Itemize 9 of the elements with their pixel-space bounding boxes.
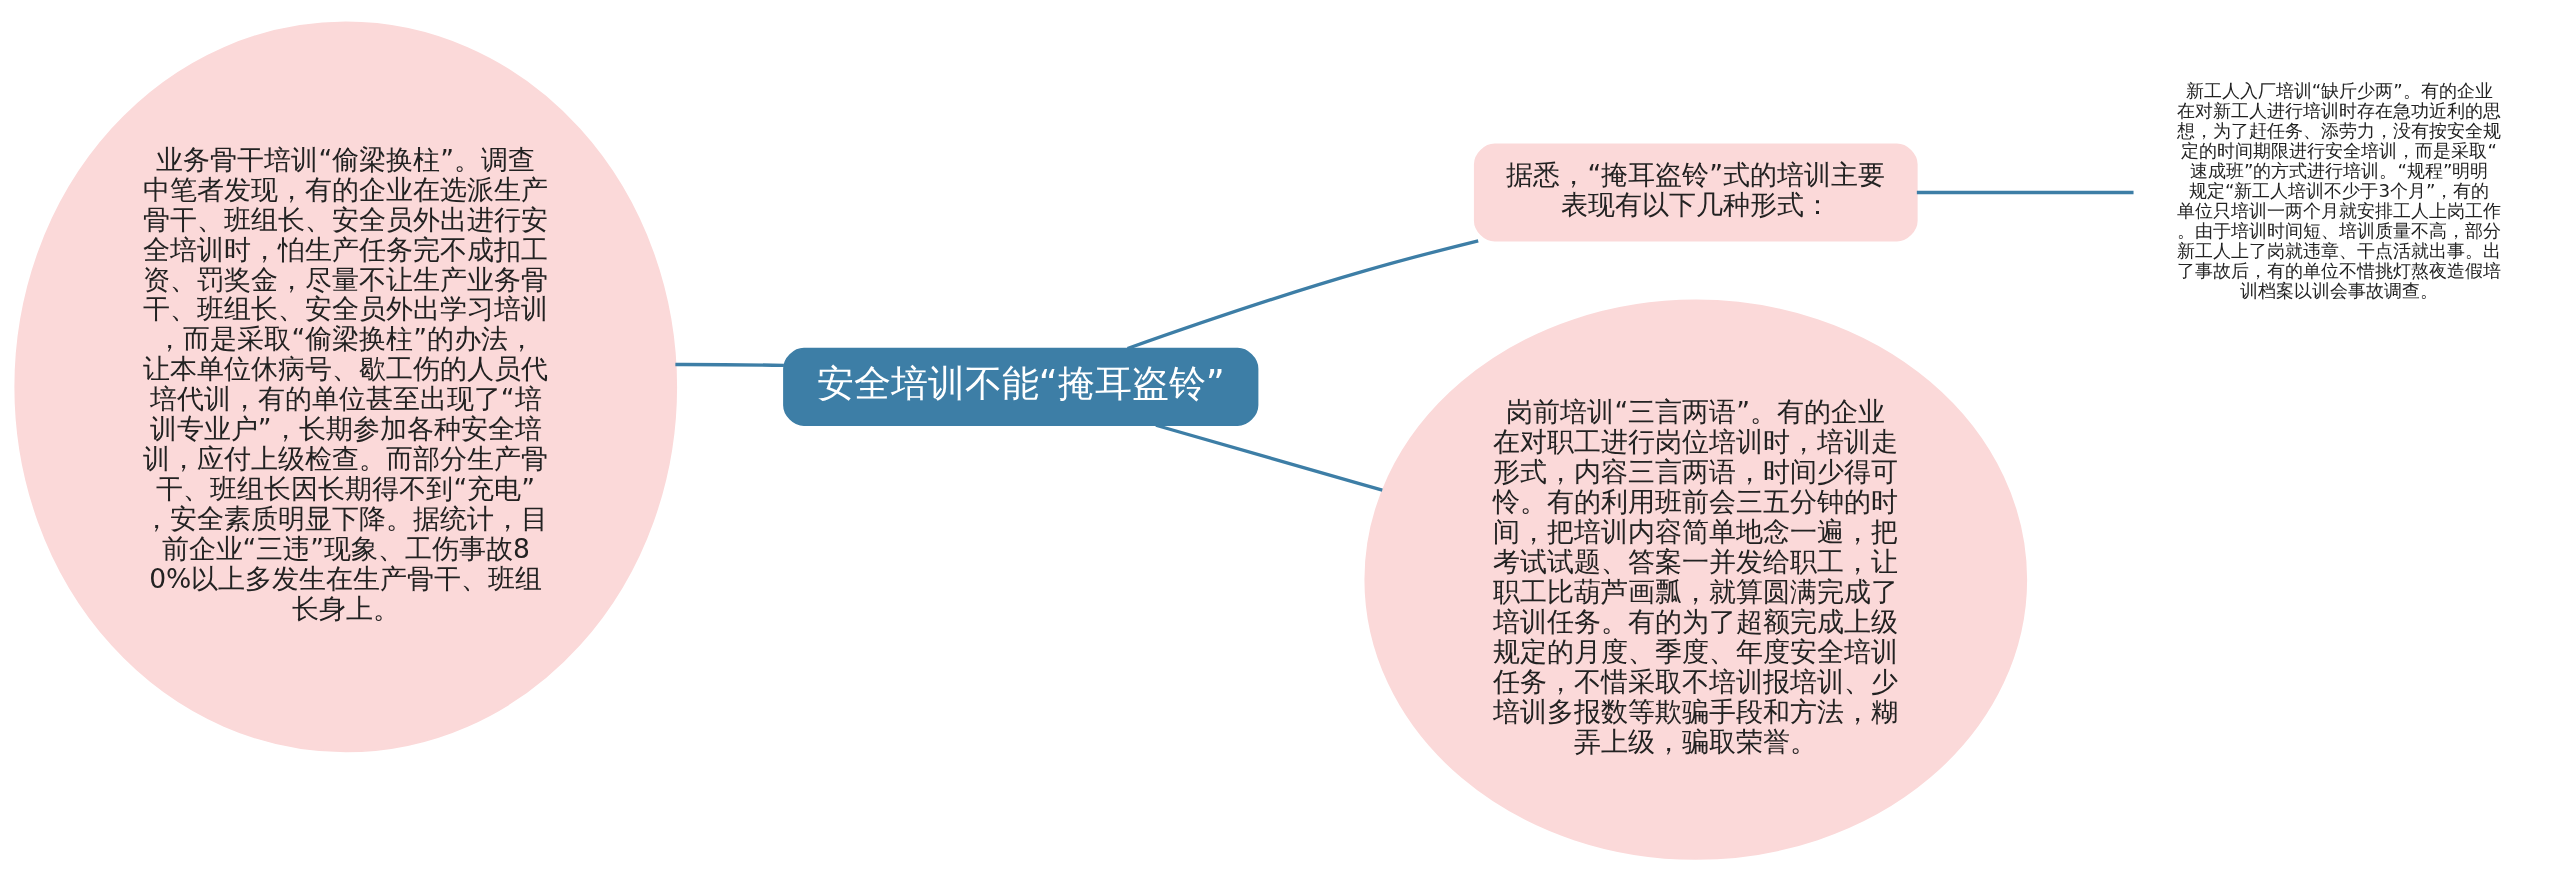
connector [1126,238,1479,350]
connector [675,362,784,367]
connector [1155,423,1383,492]
node-ellipse: 岗前培训“三言两语”。有的企业在对职工进行岗位培训时，培训走形式，内容三言两语，时间少得可怜。有的利用班前会三五分钟的时间，把培训内容简单地念一遍，把考试试题、答案一并发给职工，让职工比葫芦画瓢，就算圆满完成了培训任务。有的为了超额完成上级规定的月度、季度、年度安全培训任务，不惜采取不培训报培训、少培训多报数等欺骗手段和方法，糊弄上级，骗取荣誉。 [1364,299,2028,860]
node-box: 据悉，“掩耳盗铃”式的培训主要表现有以下几种形式： [1473,142,1918,241]
node-circle: 业务骨干培训“偷梁换柱”。调查中笔者发现，有的企业在选派生产骨干、班组长、安全员外出进行安全培训时，怕生产任务完不成扣工资、罚奖金，尽量不让生产业务骨干、班组长、安全员外出学习培训，而是采取“偷梁换柱”的办法，让本单位休病号、歇工伤的人员代培代训，有的单位甚至出现了“培训专业户”，长期参加各种安全培训，应付上级检查。而部分生产骨干、班组长因长期得不到“充电”，安全素质明显下降。据统计，目前企业“三违”现象、工伤事故80%以上多发生在生产骨干、班组长身上。 [14,20,678,752]
node-box: 安全培训不能“掩耳盗铃” [783,347,1259,426]
node-text: 新工人入厂培训“缺斤少两”。有的企业在对新工人进行培训时存在急功近利的思想，为了赶任务、添劳力，没有按安全规定的时间期限进行安全培训，而是采取“速成班”的方式进行培训。“规程”明明规定“新工人培训不少于3个月”，有的单位只培训一两个月就安排工人上岗工作。由于培训时间短、培训质量不高，部分新工人上了岗就违章、干点活就出事。出了事故后，有的单位不惜挑灯熬夜造假培训档案以训会事故调查。 [2177,79,2502,301]
connector [1916,190,2134,194]
